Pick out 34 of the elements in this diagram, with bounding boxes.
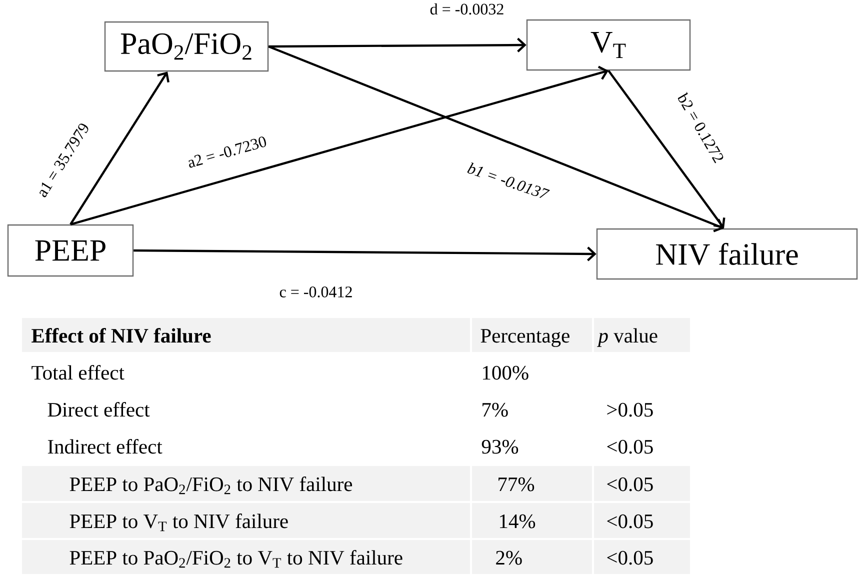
- percentage-value: 100%: [483, 366, 528, 380]
- edge-label: d = -0.0032: [428, 2, 506, 16]
- effect-name: Total effect: [32, 365, 124, 380]
- percentage-value: 14%: [472, 503, 592, 538]
- effect-name: Direct effect: [48, 402, 150, 417]
- p-value: <0.05: [594, 540, 690, 574]
- percentage-value: 77%: [472, 466, 592, 501]
- variable-box: NIV failure: [596, 228, 858, 280]
- p-value: >0.05: [607, 402, 653, 417]
- arrow: [70, 66, 608, 226]
- arrow: [268, 45, 724, 232]
- p-value: <0.05: [607, 440, 653, 454]
- arrow: [608, 70, 726, 228]
- percentage-value: 7%: [482, 402, 508, 417]
- edge-label: b1 = -0.0137: [465, 160, 551, 202]
- edge-label: c = -0.0412: [278, 286, 354, 298]
- variable-box: PaO$_{2}$/FiO$_{2}$: [104, 21, 269, 72]
- effect-name: Indirect effect: [48, 439, 162, 454]
- effect-name: PEEP to V$_{T}$ to NIV failure: [22, 503, 470, 538]
- table-header-cell: Effect of NIV failure: [22, 318, 470, 352]
- effect-name: PEEP to PaO$_{2}$/FiO$_{2}$ to V$_{T}$ to NIV failure: [22, 540, 470, 574]
- variable-box: V$_{T}$: [526, 19, 691, 71]
- variable-box: PEEP: [7, 224, 134, 277]
- table-header-cell: p value: [594, 318, 690, 352]
- arrow: [70, 72, 170, 225]
- effect-name: PEEP to PaO$_{2}$/FiO$_{2}$ to NIV failure: [22, 466, 470, 501]
- p-value: <0.05: [594, 503, 690, 538]
- arrow: [134, 246, 596, 262]
- percentage-value: 93%: [482, 440, 518, 454]
- arrow: [268, 38, 526, 52]
- percentage-value: 2%: [472, 540, 592, 574]
- p-value: <0.05: [594, 466, 690, 501]
- edge-label: a2 = -0.7230: [185, 134, 269, 170]
- table-header-cell: Percentage: [472, 318, 592, 352]
